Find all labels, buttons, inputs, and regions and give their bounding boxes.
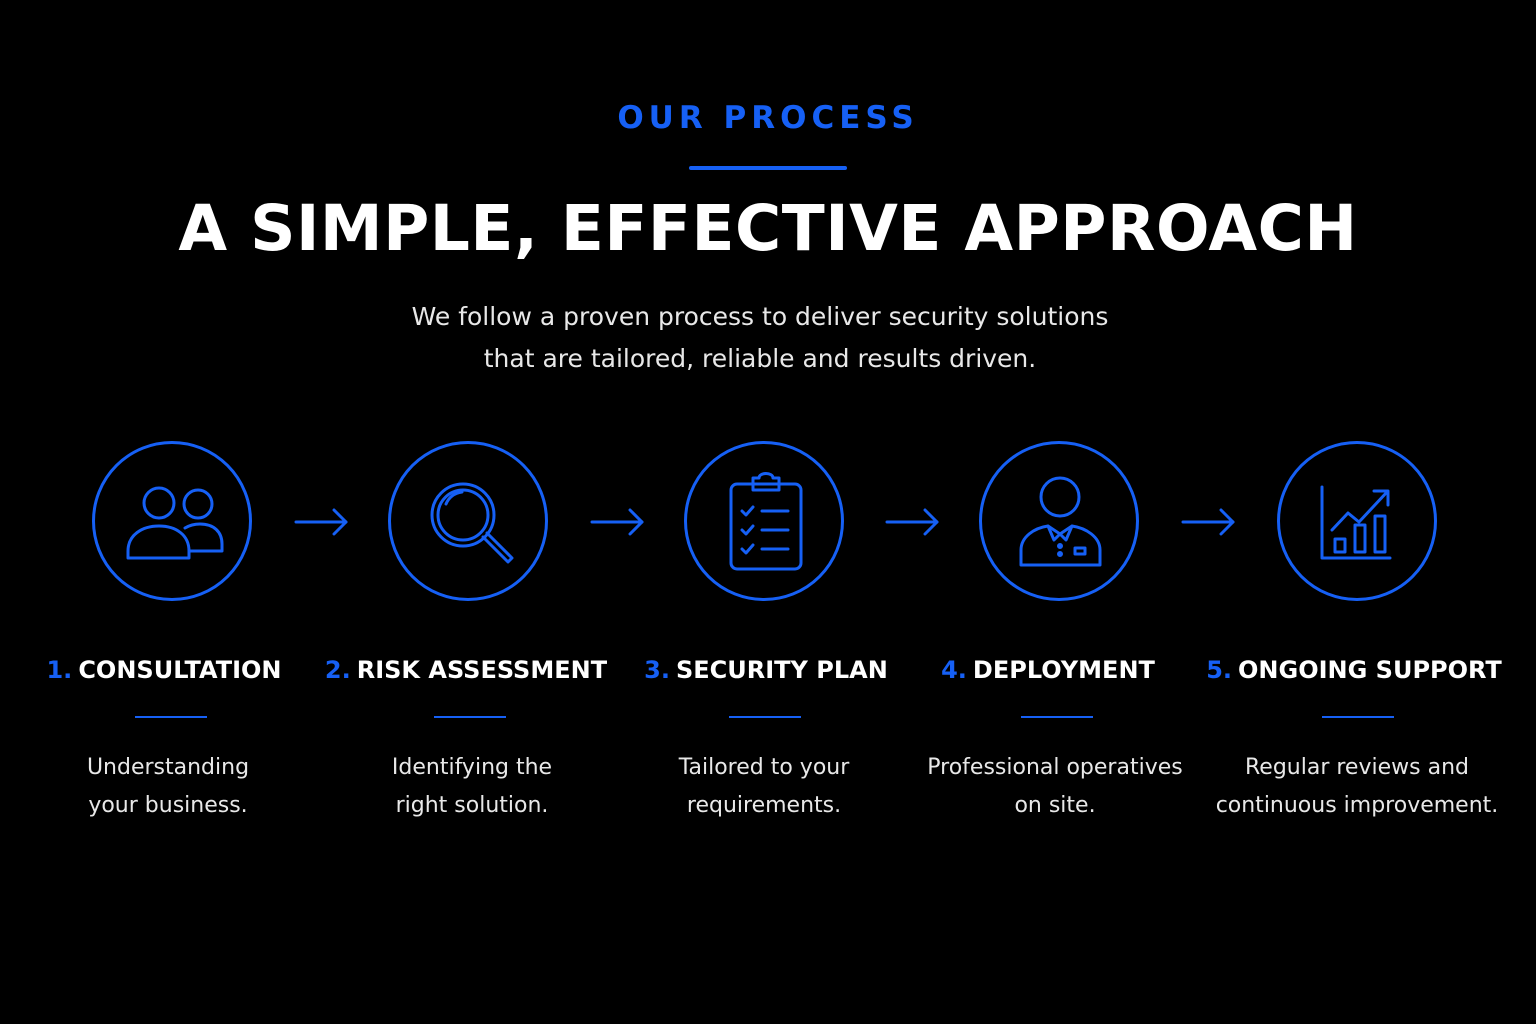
section-eyebrow: OUR PROCESS — [617, 100, 919, 136]
intro-line-1: We follow a proven process to deliver se… — [411, 302, 1109, 331]
section-title: A SIMPLE, EFFECTIVE APPROACH — [178, 192, 1358, 265]
arrow-right-icon — [590, 508, 644, 536]
step-4-desc-line-1: Professional operatives — [927, 755, 1183, 780]
step-5-divider — [1322, 716, 1394, 718]
step-4-icon-circle — [979, 441, 1139, 601]
step-5-desc-line-2: continuous improvement. — [1215, 793, 1499, 818]
step-1-desc-line-1: Understanding — [86, 755, 250, 780]
step-3-title: 3.SECURITY PLAN — [616, 656, 916, 684]
step-1-desc-line-2: your business. — [88, 793, 248, 818]
step-3-description: Tailored to your requirements. — [614, 749, 914, 825]
step-5-desc-line-1: Regular reviews and — [1245, 755, 1469, 780]
intro-line-2: that are tailored, reliable and results … — [483, 344, 1037, 373]
step-1-number: 1. — [46, 656, 73, 684]
step-4-title-text: DEPLOYMENT — [972, 656, 1155, 684]
arrow-right-icon — [294, 508, 348, 536]
step-3-divider — [729, 716, 801, 718]
step-5-number: 5. — [1206, 656, 1233, 684]
step-4-number: 4. — [941, 656, 967, 684]
step-5-description: Regular reviews and continuous improveme… — [1207, 749, 1507, 825]
arrow-right-icon — [1181, 508, 1235, 536]
step-5-title-text: ONGOING SUPPORT — [1238, 656, 1502, 684]
step-4-title: 4.DEPLOYMENT — [898, 656, 1198, 684]
step-5-icon-circle — [1277, 441, 1437, 601]
section-intro: We follow a proven process to deliver se… — [368, 296, 1152, 380]
users-icon — [126, 486, 224, 560]
step-3-desc-line-1: Tailored to your — [678, 755, 850, 780]
step-4-desc-line-2: on site. — [1014, 793, 1096, 818]
step-1-title-text: CONSULTATION — [78, 656, 282, 684]
eyebrow-underline — [689, 166, 847, 170]
step-2-divider — [434, 716, 506, 718]
step-2-number: 2. — [324, 656, 351, 684]
step-4-description: Professional operatives on site. — [905, 749, 1205, 825]
clipboard-checklist-icon — [729, 472, 803, 571]
step-3-number: 3. — [644, 656, 670, 684]
step-2-title: 2.RISK ASSESSMENT — [316, 656, 616, 684]
step-3-icon-circle — [684, 441, 844, 601]
step-5-title: 5.ONGOING SUPPORT — [1204, 656, 1504, 684]
step-3-desc-line-2: requirements. — [686, 793, 842, 818]
operative-icon — [1019, 476, 1102, 567]
step-4-divider — [1021, 716, 1093, 718]
step-3-title-text: SECURITY PLAN — [675, 656, 888, 684]
arrow-right-icon — [885, 508, 939, 536]
step-2-title-text: RISK ASSESSMENT — [356, 656, 608, 684]
step-2-desc-line-2: right solution. — [395, 793, 549, 818]
step-2-icon-circle — [388, 441, 548, 601]
step-1-title: 1.CONSULTATION — [14, 656, 314, 684]
step-1-description: Understanding your business. — [18, 749, 318, 825]
magnifier-icon — [430, 482, 514, 564]
step-2-description: Identifying the right solution. — [322, 749, 622, 825]
step-2-desc-line-1: Identifying the — [391, 755, 553, 780]
step-1-divider — [135, 716, 207, 718]
step-1-icon-circle — [92, 441, 252, 601]
growth-chart-icon — [1320, 485, 1392, 560]
